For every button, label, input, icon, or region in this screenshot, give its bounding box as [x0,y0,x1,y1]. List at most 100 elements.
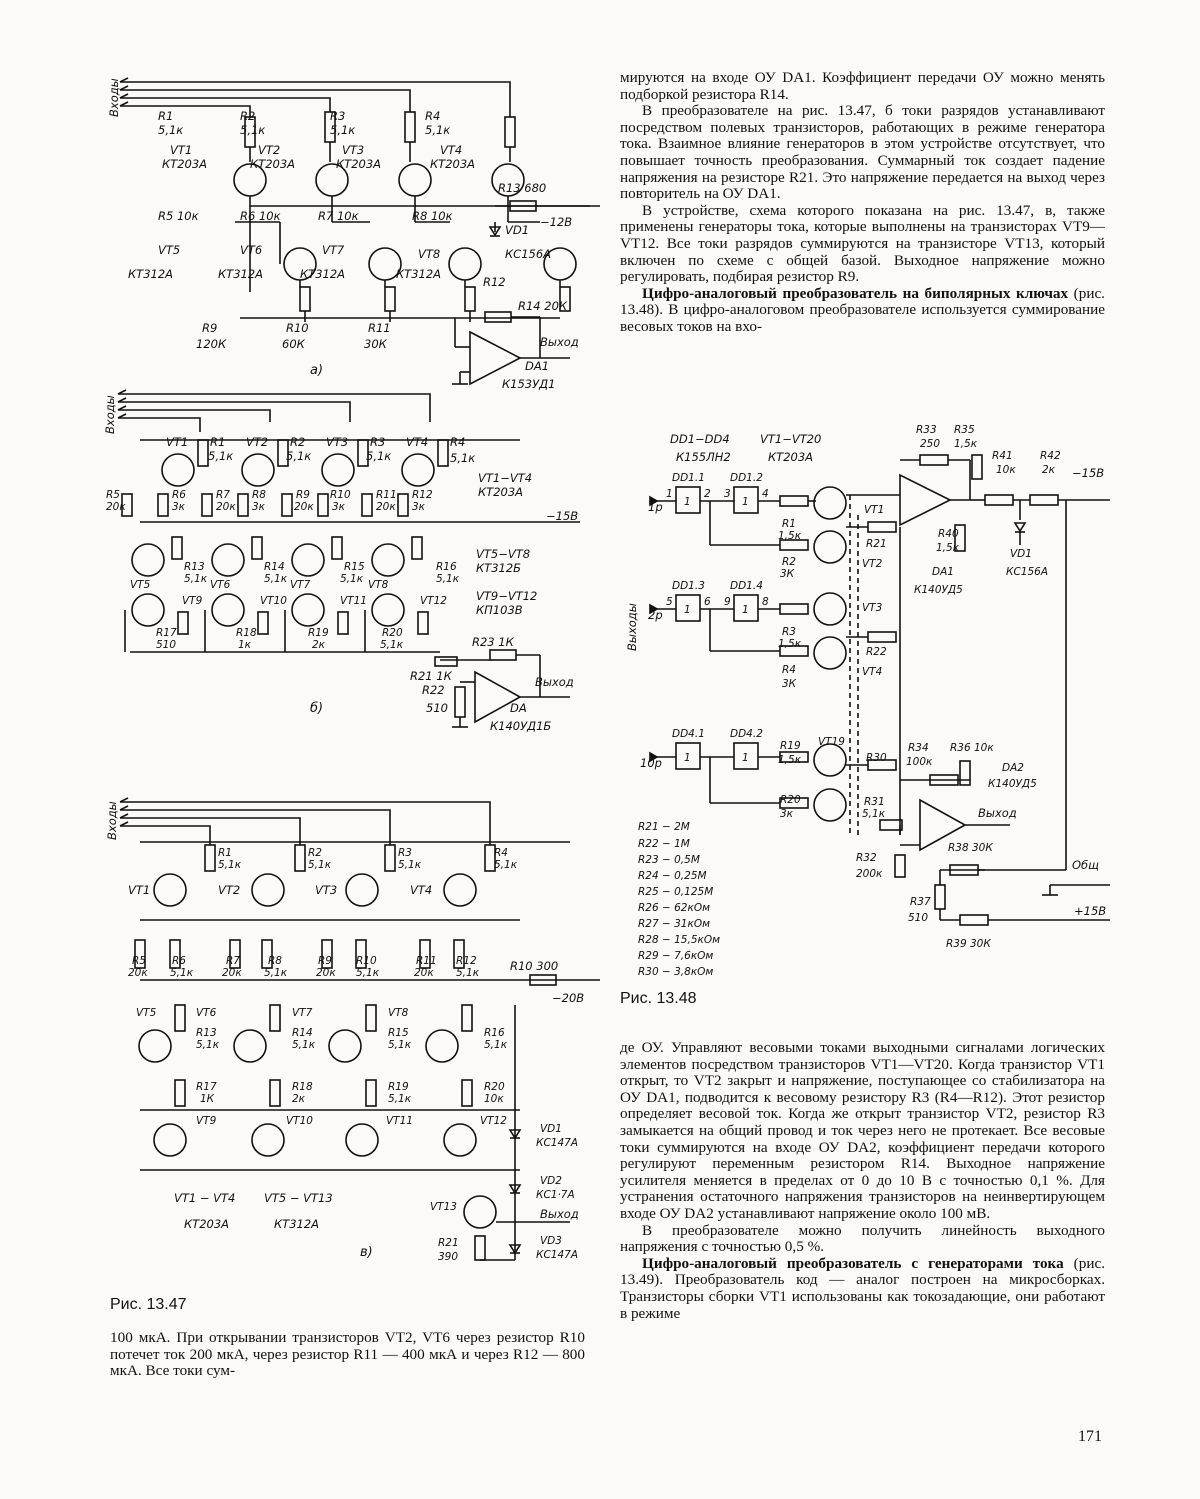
r31-label: R31 [864,796,885,808]
outputs-label: Выходы [625,603,639,651]
r21-label: R21 [866,538,887,550]
r2-label: R2 [308,847,322,859]
vt2-label: VT2 [258,143,280,157]
r20-val: 5,1к [380,639,404,651]
vt5-type: КТ312А [128,267,173,281]
r4-label: R4 [425,109,440,123]
vt12-label: VT12 [420,595,447,607]
r7-val: 20к [222,967,242,979]
r17-val: 1К [200,1093,215,1105]
r3-label: R3 [370,435,385,449]
vt6-type: КТ312А [218,267,263,281]
r11-val: 20к [414,967,434,979]
hdr1: DD1−DD4 [670,432,730,446]
r11-label: R11 [416,955,437,967]
vt1-label: VT1 [864,504,884,516]
r4-val: 5,1к [425,123,450,137]
vd1-type: КС147А [536,1137,578,1149]
r34-val: 100к [906,756,933,768]
r3-val: 5,1к [366,449,391,463]
stage-4 [491,116,577,312]
vt19-label: VT19 [818,736,845,748]
pin-3: 3 [724,488,731,500]
vt1-label: VT1 [128,883,150,897]
r42-val: 2к [1042,464,1056,476]
table-row: R23 − 0,5М [638,854,700,866]
r9-label: R9 [318,955,332,967]
vt7-label: VT7 [322,243,345,257]
r18-val: 2к [292,1093,306,1105]
vt2-label: VT2 [862,558,883,570]
vd1-label: VD1 [1010,548,1032,560]
gate-dd1-1: DD1.1 [672,472,705,484]
r4-label: R4 [782,664,796,676]
pin-5: 5 [666,596,673,608]
r32-val: 200к [856,868,883,880]
table-row: R21 − 2М [638,821,690,833]
legend-2-type: КТ312Б [476,561,521,575]
r12-label: R12 [483,275,506,289]
r5-label: R5 10к [158,209,199,223]
r1-val: 5,1к [208,449,233,463]
r17-label: R17 [196,1081,217,1093]
r7-label: R7 [226,955,240,967]
inputs-label: Входы [107,78,121,117]
r2-label: R2 [782,556,796,568]
r13-val: 5,1к [184,573,208,585]
r18-label: R18 [236,627,257,639]
r33-label: R33 [916,424,937,436]
vd1-label: VD1 [505,223,529,237]
vt9-label: VT9 [182,595,203,607]
vt4-label: VT4 [862,666,882,678]
r1-label: R1 [782,518,796,530]
stage-1 [233,116,317,322]
caption-fig-13-48: Рис. 13.48 [620,990,697,1007]
r1-label: R1 [210,435,225,449]
pin-9: 9 [724,596,731,608]
legend-1-type: КТ203А [184,1217,229,1231]
r9-label: R9 [202,321,217,335]
r20-val: 10к [484,1093,504,1105]
table-row: R28 − 15,5кОм [638,934,720,946]
r9-val: 20к [316,967,336,979]
table-row: R24 − 0,25М [638,870,707,882]
right-column-top: мируются на входе ОУ DA1. Коэффициент пе… [620,69,1105,336]
legend-2-type: КТ312А [274,1217,319,1231]
stage-b [121,439,449,653]
vt1-type: КТ203А [162,157,207,171]
da2-type: К140УД5 [988,778,1037,790]
r40-val: 1,5к [936,542,960,554]
r3-val: 5,1к [398,859,422,871]
in-1p: 1р [648,500,663,514]
r2-label: R2 [290,435,305,449]
vt13-label: VT13 [430,1201,457,1213]
vt7-label: VT7 [292,1007,313,1019]
paragraph-2: В преобразователе на рис. 13.47, б токи … [620,102,1105,203]
figure-13-47-a: Входы [107,77,600,391]
r22-label: R22 [422,683,445,697]
vt3-label: VT3 [862,602,882,614]
r40-label: R40 [938,528,959,540]
r5-label: R5 [132,955,146,967]
r4-val: 3К [782,678,797,690]
vt3-label: VT3 [326,435,348,449]
r15-label: R15 [344,561,365,573]
r4-val: 5,1к [494,859,518,871]
r20-val: 3к [780,808,794,820]
left-bottom-paragraph: 100 мкА. При открывании транзисторов VT2… [110,1329,585,1380]
r21-val: 390 [438,1251,458,1263]
r10-val: 5,1к [356,967,380,979]
r9-val: 20к [294,501,314,513]
supply-label: −20В [552,991,584,1005]
table-row: R22 − 1М [638,838,690,850]
vt2-label: VT2 [218,883,240,897]
r6-label: R6 [172,489,186,501]
r12-val: 3к [412,501,426,513]
stage-c [134,844,520,1171]
r41-label: R41 [992,450,1013,462]
gate-mark-6: 1 [742,752,749,764]
r20-label: R20 [484,1081,505,1093]
r9-val: 120К [196,337,227,351]
vd2-label: VD2 [540,1175,562,1187]
r14-val: 5,1к [264,573,288,585]
